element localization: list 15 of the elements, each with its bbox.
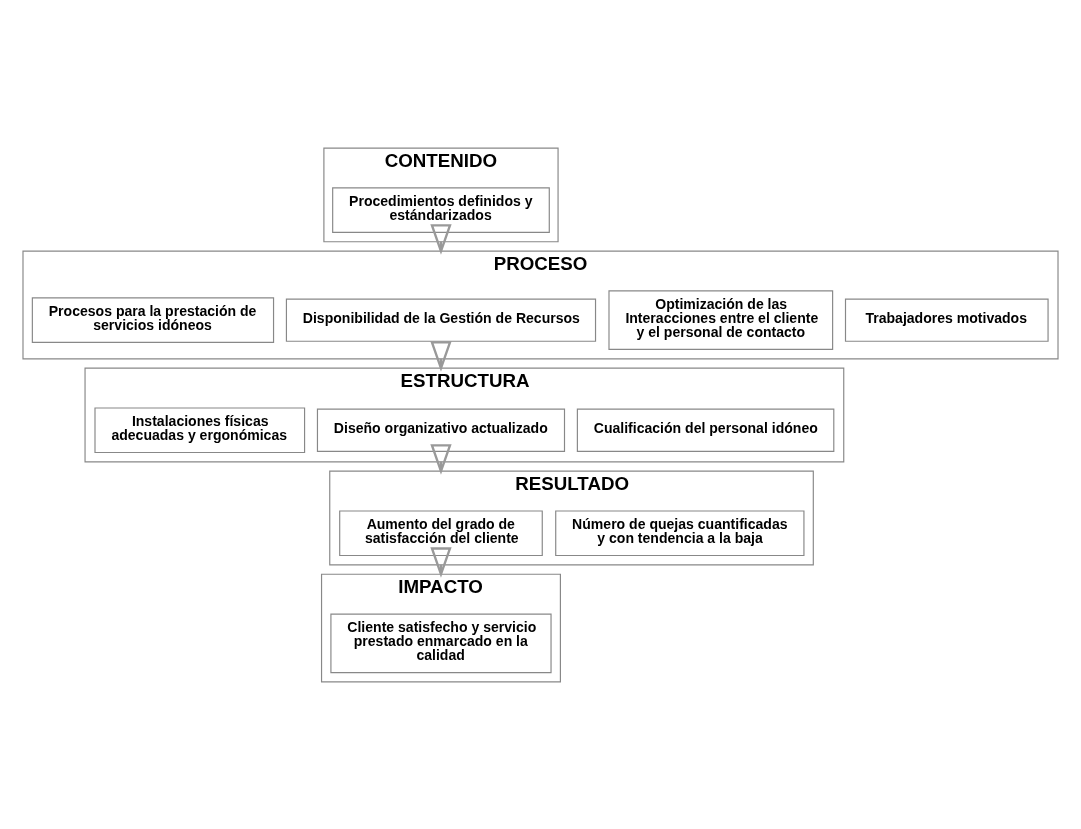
node-box: Cliente satisfecho y servicio prestado enmarcado en la calidad bbox=[330, 612, 552, 673]
node-box: Diseño organizativo actualizado bbox=[316, 408, 566, 452]
arrow bbox=[430, 546, 452, 578]
node-box: Optimización de las Interacciones entre el cliente y el personal de contacto bbox=[608, 289, 834, 350]
node-box: Disponibilidad de la Gestión de Recursos bbox=[285, 298, 597, 342]
arrow bbox=[430, 443, 452, 475]
node-box: Aumento del grado de satisfacción del cliente bbox=[339, 509, 543, 556]
arrow bbox=[430, 223, 452, 255]
node-box: Procesos para la prestación de servicios idóneos bbox=[31, 296, 275, 343]
node-box: Procedimientos definidos y estándarizados bbox=[332, 186, 550, 233]
node-box: Número de quejas cuantificadas y con tendencia a la baja bbox=[555, 509, 805, 556]
node-box: Trabajadores motivados bbox=[844, 298, 1049, 342]
node-box: Instalaciones físicas adecuadas y ergonómicas bbox=[94, 406, 306, 453]
node-box: Cualificación del personal idóneo bbox=[576, 408, 835, 452]
arrow bbox=[430, 340, 452, 372]
